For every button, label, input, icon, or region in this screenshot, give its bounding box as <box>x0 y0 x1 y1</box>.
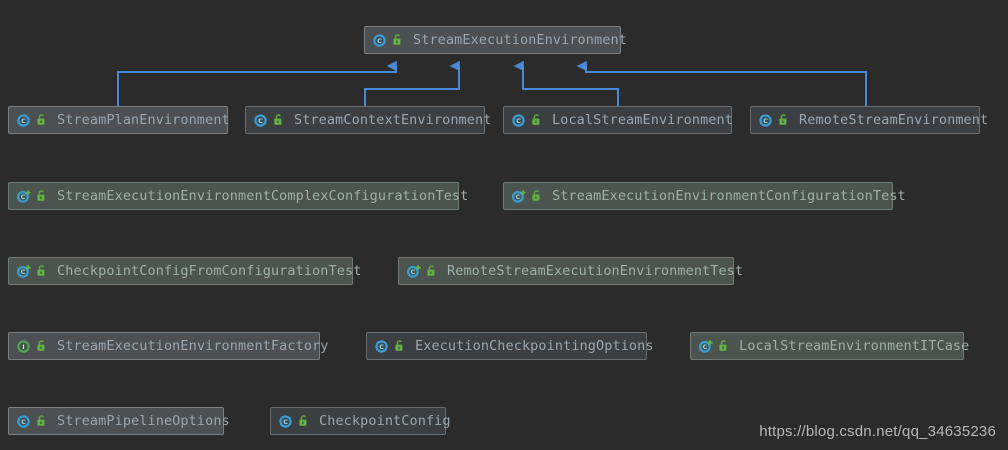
class-icon: C <box>759 113 772 127</box>
node-icons: C <box>406 264 438 279</box>
class-node-label: CheckpointConfigFromConfigurationTest <box>57 263 362 279</box>
lock-icon <box>395 340 403 351</box>
lock-icon <box>427 265 435 276</box>
lock-icon <box>779 114 787 125</box>
node-icons: C <box>374 339 406 354</box>
node-icons: C <box>511 189 543 204</box>
svg-text:C: C <box>21 417 26 425</box>
lock-icon <box>37 114 45 125</box>
svg-text:C: C <box>377 36 382 44</box>
class-node-label: StreamExecutionEnvironmentFactory <box>57 338 329 354</box>
class-node-label: StreamContextEnvironment <box>294 112 492 128</box>
node-icons: C <box>16 189 48 204</box>
class-node-label: StreamExecutionEnvironment <box>413 32 627 48</box>
class-node-label: RemoteStreamEnvironment <box>799 112 989 128</box>
lock-icon <box>37 190 45 201</box>
watermark: https://blog.csdn.net/qq_34635236 <box>759 423 996 440</box>
svg-text:C: C <box>703 344 708 351</box>
class-node-sect[interactable]: C StreamExecutionEnvironmentConfiguration… <box>503 182 906 210</box>
svg-text:C: C <box>283 417 288 425</box>
class-node-label: StreamExecutionEnvironmentComplexConfigu… <box>57 188 469 204</box>
svg-text:C: C <box>21 269 26 276</box>
class-node-label: LocalStreamEnvironment <box>552 112 734 128</box>
class-node-label: ExecutionCheckpointingOptions <box>415 338 654 354</box>
class-node-label: RemoteStreamExecutionEnvironmentTest <box>447 263 744 279</box>
lock-icon <box>37 415 45 426</box>
test-class-icon: C <box>511 189 526 203</box>
class-node-eco[interactable]: C ExecutionCheckpointingOptions <box>366 332 654 360</box>
svg-text:C: C <box>411 269 416 276</box>
class-node-label: StreamPipelineOptions <box>57 413 230 429</box>
class-node-label: StreamPlanEnvironment <box>57 112 230 128</box>
svg-text:C: C <box>763 116 768 124</box>
class-node-self[interactable]: I StreamExecutionEnvironmentFactory <box>8 332 328 360</box>
class-node-label: CheckpointConfig <box>319 413 451 429</box>
svg-text:C: C <box>379 342 384 350</box>
class-icon: C <box>17 414 30 428</box>
node-icons: C <box>758 113 790 128</box>
class-icon: C <box>375 339 388 353</box>
edge-stream-plan-environment <box>117 60 397 106</box>
node-icons: C <box>16 113 48 128</box>
test-class-icon: C <box>16 264 31 278</box>
lock-icon <box>299 415 307 426</box>
class-node-rse[interactable]: C RemoteStreamEnvironment <box>750 106 988 134</box>
lock-icon <box>37 265 45 276</box>
test-class-icon: C <box>16 189 31 203</box>
node-icons: C <box>253 113 285 128</box>
edge-stream-context-environment <box>364 60 460 106</box>
lock-icon <box>532 114 540 125</box>
class-node-lseit[interactable]: C LocalStreamEnvironmentITCase <box>690 332 969 360</box>
class-node-spe[interactable]: C StreamPlanEnvironment <box>8 106 230 134</box>
class-icon: C <box>279 414 292 428</box>
lock-icon <box>532 190 540 201</box>
test-class-icon: C <box>406 264 421 278</box>
class-icon: C <box>512 113 525 127</box>
lock-icon <box>274 114 282 125</box>
svg-text:I: I <box>22 342 24 350</box>
class-node-rseet[interactable]: C RemoteStreamExecutionEnvironmentTest <box>398 257 743 285</box>
node-icons: C <box>698 339 730 354</box>
class-node-ccfct[interactable]: C CheckpointConfigFromConfigurationTest <box>8 257 361 285</box>
class-node-label: StreamExecutionEnvironmentConfigurationT… <box>552 188 906 204</box>
class-icon: C <box>373 33 386 47</box>
svg-text:C: C <box>21 116 26 124</box>
node-icons: C <box>16 264 48 279</box>
node-icons: C <box>372 33 404 48</box>
node-icons: C <box>278 414 310 429</box>
node-icons: C <box>16 414 48 429</box>
class-node-label: LocalStreamEnvironmentITCase <box>739 338 970 354</box>
svg-text:C: C <box>516 116 521 124</box>
class-node-cc[interactable]: C CheckpointConfig <box>270 407 451 435</box>
class-node-secct[interactable]: C StreamExecutionEnvironmentComplexConfig… <box>8 182 468 210</box>
edge-local-stream-environment <box>513 60 619 106</box>
node-icons: I <box>16 339 48 354</box>
class-node-sce[interactable]: C StreamContextEnvironment <box>245 106 491 134</box>
node-icons: C <box>511 113 543 128</box>
svg-text:C: C <box>21 194 26 201</box>
class-node-sel[interactable]: C StreamExecutionEnvironment <box>364 26 627 54</box>
lock-icon <box>37 340 45 351</box>
class-node-spo[interactable]: C StreamPipelineOptions <box>8 407 230 435</box>
lock-icon <box>719 340 727 351</box>
test-class-icon: C <box>698 339 713 353</box>
class-icon: C <box>17 113 30 127</box>
class-node-lse[interactable]: C LocalStreamEnvironment <box>503 106 734 134</box>
svg-text:C: C <box>258 116 263 124</box>
edge-remote-stream-environment <box>576 60 867 106</box>
interface-icon: I <box>17 339 30 353</box>
svg-text:C: C <box>516 194 521 201</box>
lock-icon <box>393 34 401 45</box>
class-icon: C <box>254 113 267 127</box>
